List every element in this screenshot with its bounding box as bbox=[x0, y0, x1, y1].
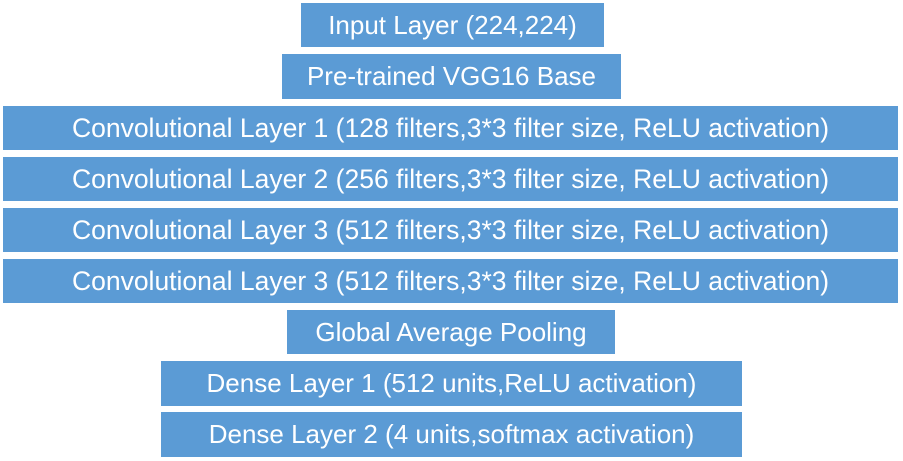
conv-layer-2-box: Convolutional Layer 2 (256 filters,3*3 f… bbox=[3, 157, 898, 201]
input-layer-label: Input Layer (224,224) bbox=[328, 9, 577, 40]
conv-layer-1-label: Convolutional Layer 1 (128 filters,3*3 f… bbox=[71, 112, 830, 143]
vgg16-base-box: Pre-trained VGG16 Base bbox=[282, 54, 621, 99]
conv-layer-3b-label: Convolutional Layer 3 (512 filters,3*3 f… bbox=[71, 265, 830, 296]
conv-layer-3-label: Convolutional Layer 3 (512 filters,3*3 f… bbox=[71, 214, 830, 245]
global-average-pooling-label: Global Average Pooling bbox=[315, 316, 587, 347]
conv-layer-1-box: Convolutional Layer 1 (128 filters,3*3 f… bbox=[3, 106, 898, 150]
vgg16-base-label: Pre-trained VGG16 Base bbox=[306, 61, 597, 91]
conv-layer-3b-box: Convolutional Layer 3 (512 filters,3*3 f… bbox=[3, 259, 898, 303]
dense-layer-1-box: Dense Layer 1 (512 units,ReLU activation… bbox=[161, 361, 742, 406]
conv-layer-2-label: Convolutional Layer 2 (256 filters,3*3 f… bbox=[71, 163, 830, 194]
global-average-pooling-box: Global Average Pooling bbox=[287, 310, 615, 354]
dense-layer-2-label: Dense Layer 2 (4 units,softmax activatio… bbox=[208, 419, 695, 449]
dense-layer-2-box: Dense Layer 2 (4 units,softmax activatio… bbox=[161, 412, 742, 457]
dense-layer-1-label: Dense Layer 1 (512 units,ReLU activation… bbox=[206, 368, 697, 398]
conv-layer-3-box: Convolutional Layer 3 (512 filters,3*3 f… bbox=[3, 208, 898, 252]
input-layer-box: Input Layer (224,224) bbox=[301, 3, 604, 47]
